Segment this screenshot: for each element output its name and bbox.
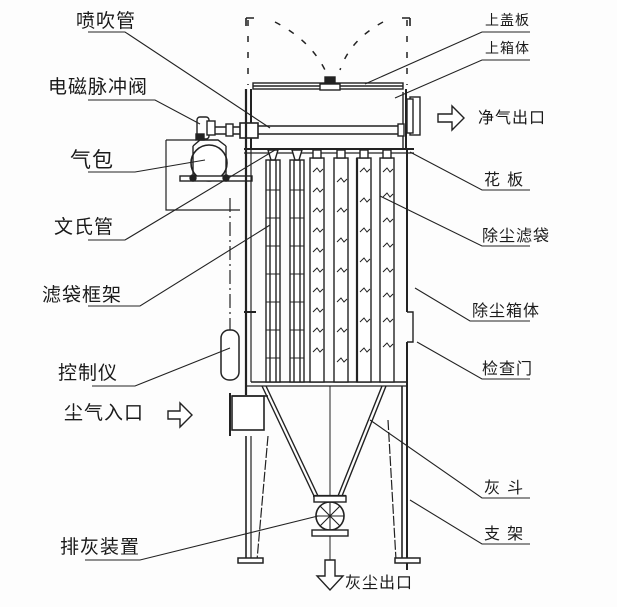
- lid-open-dashed-lines: [247, 20, 408, 85]
- label-tube-sheet: 花 板: [484, 170, 525, 189]
- controller: [220, 329, 240, 381]
- label-ash-hopper: 灰 斗: [484, 478, 525, 497]
- label-dust-box: 除尘箱体: [472, 301, 541, 320]
- label-filter-bag: 除尘滤袋: [482, 226, 551, 245]
- label-support: 支 架: [484, 524, 525, 543]
- dust-marks: [312, 167, 394, 363]
- label-discharge-device: 排灰装置: [60, 536, 141, 558]
- label-air-bag: 气包: [70, 148, 114, 172]
- filter-bags: [309, 149, 395, 383]
- supports: [237, 386, 421, 564]
- leader-lines: [85, 31, 530, 561]
- dusty-inlet: [229, 393, 268, 436]
- label-dust-outlet: 灰尘出口: [345, 573, 414, 592]
- label-dusty-inlet: 尘气入口: [64, 402, 145, 424]
- label-venturi-tube: 文氏管: [54, 216, 115, 238]
- label-upper-box: 上箱体: [485, 41, 530, 57]
- ash-hopper: [261, 385, 387, 560]
- label-inspection-door: 检查门: [482, 359, 534, 378]
- label-filter-bag-cage: 滤袋框架: [42, 284, 123, 306]
- label-blow-pipe: 喷吹管: [76, 10, 137, 32]
- label-top-cover: 上盖板: [485, 13, 530, 29]
- top-cover-plate: [252, 76, 404, 91]
- solenoid-valve-assembly: [195, 116, 240, 141]
- label-controller: 控制仪: [58, 362, 119, 384]
- blow-pipe: [239, 122, 405, 139]
- discharge-device: [311, 495, 349, 537]
- label-clean-outlet: 净气出口: [478, 108, 547, 127]
- clean-outlet-arrow: [437, 104, 465, 132]
- dusty-inlet-arrow: [167, 401, 193, 429]
- label-solenoid-pulse-valve: 电磁脉冲阀: [48, 76, 149, 98]
- filter-cages: [265, 149, 305, 383]
- dust-outlet-arrow: [315, 559, 345, 592]
- upper-box: [250, 89, 421, 150]
- air-bag: [179, 139, 253, 182]
